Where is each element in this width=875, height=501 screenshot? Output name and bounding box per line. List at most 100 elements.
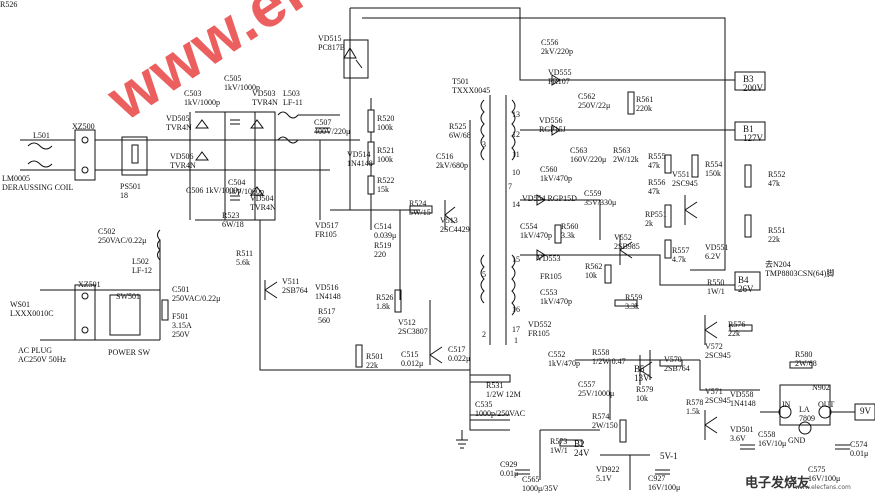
label-c517: C517 0.022μ bbox=[448, 345, 471, 363]
label-xz501: XZ501 bbox=[78, 280, 101, 289]
label-c553: C553 1kV/470p bbox=[540, 288, 572, 306]
label-c558: C558 16V/10μ bbox=[758, 430, 787, 448]
label-r511: R511 5.6k bbox=[236, 249, 254, 267]
label-v570: V570 2SB764 bbox=[664, 355, 690, 373]
label-xz500: XZ500 bbox=[72, 122, 95, 131]
label-r501: R501 22k bbox=[366, 352, 384, 370]
label-vd515: VD515 PC817B bbox=[318, 34, 346, 52]
label-c556: C556 2kV/220p bbox=[541, 38, 573, 56]
label-out: OUT bbox=[818, 400, 835, 409]
label-b2: B2 24V bbox=[574, 439, 590, 458]
label-vd922: VD922 5.1V bbox=[596, 465, 620, 483]
label-r522: R522 15k bbox=[377, 176, 395, 194]
label-ws01: WS01 LXXX0010C bbox=[10, 300, 54, 318]
label-r550: R550 1W/1 bbox=[707, 278, 725, 296]
label-rp551: RP551 2k bbox=[645, 210, 667, 228]
label-in: IN bbox=[782, 400, 791, 409]
label-r520: R520 100k bbox=[377, 114, 395, 132]
label-vd555: VD555 FR107 bbox=[548, 68, 572, 86]
label-r555: R555 47k bbox=[648, 152, 666, 170]
label-r523: R523 6W/18 bbox=[222, 211, 244, 229]
label-b1: B1 127V bbox=[743, 124, 763, 143]
label-r578: R578 1.5k bbox=[686, 398, 704, 416]
label-vd505: VD505 TVR4N bbox=[166, 114, 192, 132]
label-vd504: VD504 TVR4N bbox=[250, 194, 276, 212]
label-c516: C516 2kV/680p bbox=[436, 152, 468, 170]
label-r519: R519 220 bbox=[374, 241, 392, 259]
label-v512: V512 2SC3807 bbox=[398, 318, 428, 336]
label-c574: C574 0.01μ bbox=[850, 440, 869, 458]
label-vd503: VD503 TVR4N bbox=[252, 89, 278, 107]
label-b3: B3 200V bbox=[743, 74, 763, 93]
label-r559: R559 3.3k bbox=[625, 293, 643, 311]
label-ps501: PS501 18 bbox=[120, 182, 141, 200]
label-r554: R554 150k bbox=[705, 160, 723, 178]
label-r557: R557 4.7k bbox=[672, 246, 690, 264]
label-c554: C554 1kV/470p bbox=[520, 222, 552, 240]
site-logo-sub: www.elecfans.com bbox=[795, 484, 851, 491]
label-pin16: 16 bbox=[512, 305, 520, 314]
label-v552: V552 2SB985 bbox=[614, 233, 640, 251]
label-v513: V513 2SC4429 bbox=[440, 216, 470, 234]
site-logo: 电子发烧友 bbox=[745, 476, 811, 491]
label-vd506: VD506 TVR4N bbox=[170, 152, 196, 170]
label-gnd: GND bbox=[788, 436, 806, 445]
label-f501: F501 3.15A 250V bbox=[172, 312, 192, 339]
label-l503: L503 LF-11 bbox=[283, 89, 303, 107]
label-r556: R556 47k bbox=[648, 178, 666, 196]
label-c514: C514 0.039μ bbox=[374, 222, 397, 240]
label-vd501: VD501 3.6V bbox=[730, 425, 754, 443]
label-r521: R521 100k bbox=[377, 146, 395, 164]
label-v571: V571 2SC945 bbox=[705, 387, 731, 405]
label-pin7: 7 bbox=[508, 182, 512, 191]
label-r558: R558 1/2W 0.47 bbox=[592, 348, 626, 366]
label-vd516: VD516 1N4148 bbox=[315, 283, 341, 301]
label-r562: R562 10k bbox=[585, 262, 603, 280]
label-r525: R525 6W/68 bbox=[449, 122, 471, 140]
label-r579: R579 10k bbox=[636, 385, 654, 403]
label-acplug: AC PLUG AC250V 50Hz bbox=[18, 346, 67, 364]
label-r551: R551 22k bbox=[768, 226, 786, 244]
label-sw501: SW501 bbox=[116, 292, 140, 301]
label-c559: C559 35V/330μ bbox=[584, 189, 617, 207]
label-v572: V572 2SC945 bbox=[705, 342, 731, 360]
label-v551: V551 2SC945 bbox=[672, 170, 698, 188]
label-c557: C557 25V/1000μ bbox=[578, 380, 615, 398]
label-c504: C504 1kV/1000p bbox=[228, 178, 264, 196]
label-vd553: VD553 bbox=[537, 254, 561, 263]
label-la7809: LA 7809 bbox=[799, 405, 815, 423]
label-pin13: 13 bbox=[512, 110, 520, 119]
label-c563: C563 160V/220μ bbox=[570, 146, 607, 164]
label-c929: C929 0.01μ bbox=[500, 460, 519, 478]
label-vd558: VD558 1N4148 bbox=[730, 390, 756, 408]
label-to_n204: 去N204 TMP8803CSN(64)脚 bbox=[765, 260, 835, 278]
label-powersw: POWER SW bbox=[108, 348, 150, 357]
label-r531: R531 1/2W 12M bbox=[486, 381, 521, 399]
label-c927: C927 16V/100μ bbox=[648, 474, 681, 492]
label-fr105a: FR105 bbox=[540, 272, 562, 281]
label-r526b: R526 1.8k bbox=[376, 293, 394, 311]
label-vd552: VD552 FR105 bbox=[528, 320, 552, 338]
label-c515: C515 0.012μ bbox=[401, 350, 424, 368]
label-b5: B5 13V bbox=[634, 364, 650, 383]
label-pin2: 2 bbox=[482, 330, 486, 339]
label-n902: N902 bbox=[812, 383, 830, 392]
label-v511: V511 2SB764 bbox=[282, 277, 308, 295]
label-l501: L501 bbox=[33, 131, 50, 140]
label-c552: C552 1kV/470p bbox=[548, 350, 580, 368]
label-vd514: VD514 1N4148 bbox=[347, 150, 373, 168]
label-pin5: 5 bbox=[482, 270, 486, 279]
label-v5: 5V-1 bbox=[660, 451, 678, 461]
label-r580: R580 2W/68 bbox=[795, 350, 817, 368]
label-r576: R576 22k bbox=[728, 320, 746, 338]
label-vd517: VD517 FR105 bbox=[315, 221, 339, 239]
label-b4: B4 26V bbox=[738, 275, 754, 294]
label-lm0005: LM0005 DERAUSSING COIL bbox=[2, 174, 74, 192]
label-r563: R563 2W/12k bbox=[613, 146, 639, 164]
label-c560: C560 1kV/470p bbox=[540, 165, 572, 183]
label-c565: C565 1000μ/35V bbox=[522, 475, 559, 493]
label-c535: C535 1000p/250VAC bbox=[475, 400, 526, 418]
label-vd551: VD551 6.2V bbox=[705, 243, 729, 261]
